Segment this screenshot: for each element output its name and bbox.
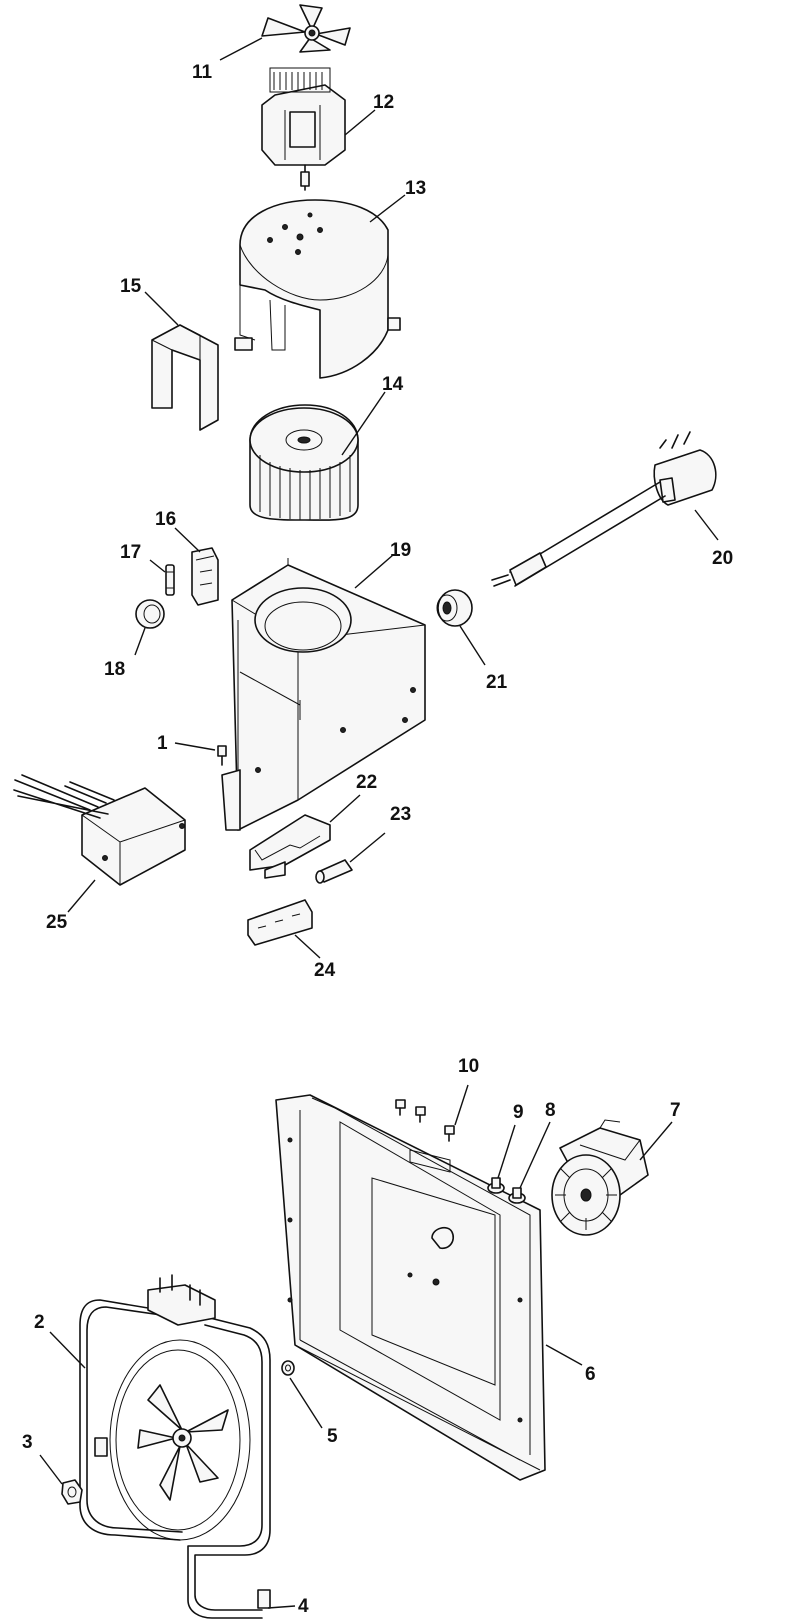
part-25-terminal-box[interactable]: [13, 774, 186, 886]
callout-20: 20: [712, 548, 733, 569]
part-18-grommet[interactable]: [135, 599, 165, 629]
part-16-switch[interactable]: [191, 547, 219, 606]
leader-lines: [39, 37, 719, 1609]
part-22-relay-bracket[interactable]: [249, 814, 331, 879]
callout-11: 11: [192, 62, 213, 83]
part-15-bracket[interactable]: [151, 324, 219, 431]
callout-12: 12: [373, 92, 394, 113]
part-2-heating-element[interactable]: [79, 1274, 271, 1619]
callout-17: 17: [120, 542, 141, 563]
part-19-duct-box[interactable]: [221, 558, 426, 831]
callout-2: 2: [34, 1312, 45, 1333]
part-3-nut[interactable]: [61, 1479, 83, 1505]
callout-7: 7: [670, 1100, 681, 1121]
callout-labels: 11 12 13 15 14 16 17 18 19 20 21 1 22 23…: [22, 62, 733, 1617]
callout-24: 24: [314, 960, 336, 981]
callout-5: 5: [327, 1426, 338, 1447]
part-24-terminal-block[interactable]: [247, 899, 313, 946]
part-1-screw[interactable]: [217, 745, 227, 766]
callout-9: 9: [513, 1102, 524, 1123]
part-12-motor[interactable]: [261, 67, 346, 191]
callout-10: 10: [458, 1056, 479, 1077]
part-11-fan-blade[interactable]: [261, 4, 351, 53]
callout-25: 25: [46, 912, 68, 933]
callout-3: 3: [22, 1432, 33, 1453]
part-17-fuse[interactable]: [165, 564, 175, 596]
callout-21: 21: [486, 672, 508, 693]
callout-13: 13: [405, 178, 426, 199]
callout-8: 8: [545, 1100, 556, 1121]
part-8-thermostat[interactable]: [508, 1187, 526, 1204]
callout-14: 14: [382, 374, 404, 395]
part-20-power-cord[interactable]: [491, 431, 717, 587]
callout-23: 23: [390, 804, 411, 825]
part-4-convection-fan[interactable]: [109, 1339, 251, 1541]
part-7-convection-motor[interactable]: [551, 1119, 649, 1236]
part-14-blower-wheel[interactable]: [249, 404, 359, 521]
callout-6: 6: [585, 1364, 596, 1385]
part-23-fuse[interactable]: [315, 859, 353, 884]
part-21-bushing[interactable]: [436, 589, 473, 627]
callout-19: 19: [390, 540, 411, 561]
part-13-blower-housing[interactable]: [234, 199, 401, 379]
callout-1: 1: [157, 733, 168, 754]
part-9-thermostat[interactable]: [487, 1177, 505, 1194]
callout-4: 4: [298, 1596, 309, 1617]
part-6-back-panel[interactable]: [275, 1094, 546, 1481]
callout-22: 22: [356, 772, 377, 793]
callout-16: 16: [155, 509, 176, 530]
part-10-screws[interactable]: [395, 1099, 455, 1142]
callout-15: 15: [120, 276, 142, 297]
part-5-nut[interactable]: [281, 1360, 295, 1376]
callout-18: 18: [104, 659, 125, 680]
